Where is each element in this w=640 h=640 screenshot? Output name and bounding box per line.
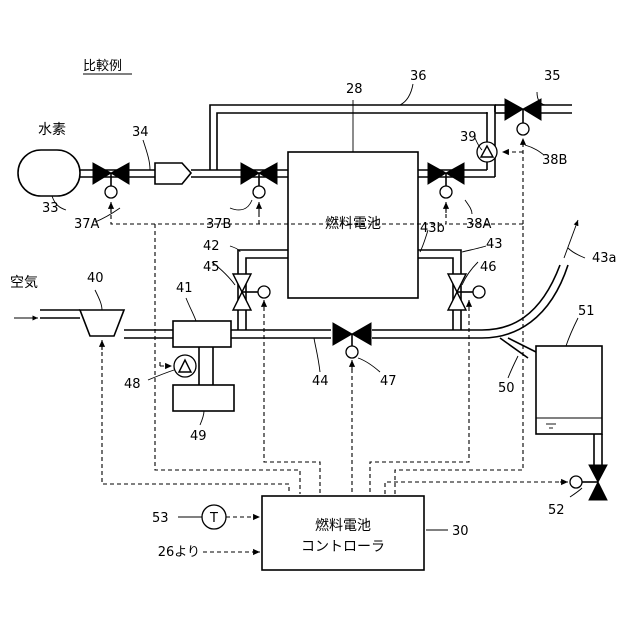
pressure-regulator	[155, 163, 191, 184]
diagram-title: 比較例	[83, 59, 122, 74]
valve-38a	[428, 163, 464, 198]
ref-38b: 38B	[542, 153, 567, 168]
valve-47	[333, 323, 371, 358]
ref-39: 39	[460, 130, 477, 145]
ref-38a: 38A	[466, 217, 492, 232]
ref-47: 47	[380, 374, 397, 389]
air-label: 空気	[10, 275, 38, 291]
ref-43a: 43a	[592, 251, 617, 266]
ref-36: 36	[410, 69, 427, 84]
ref-51: 51	[578, 304, 595, 319]
ref-28: 28	[346, 82, 363, 97]
water-tank	[173, 385, 234, 411]
ref-42: 42	[203, 239, 220, 254]
ref-48: 48	[124, 377, 141, 392]
controller-label-line2: コントローラ	[301, 539, 385, 555]
water-pump	[174, 355, 196, 377]
cathode-outlet-pipe	[418, 250, 461, 330]
controller-label-line1: 燃料電池	[315, 517, 371, 534]
valve-52	[570, 465, 607, 500]
air-compressor	[80, 310, 124, 336]
valve-38b	[505, 99, 541, 135]
ref-43b: 43b	[420, 221, 445, 236]
ref-30: 30	[452, 524, 469, 539]
ref-37b: 37B	[206, 217, 231, 232]
ref-43: 43	[486, 237, 503, 252]
humidifier	[173, 321, 231, 347]
ref-52: 52	[548, 503, 565, 518]
water-separator	[536, 346, 602, 434]
drain-pipe	[594, 434, 602, 465]
valve-37b	[241, 163, 277, 198]
ref-46: 46	[480, 260, 497, 275]
exhaust-arrow	[564, 220, 578, 258]
external-signal-label: 26より	[158, 545, 200, 560]
ref-34: 34	[132, 125, 149, 140]
reference-leaders	[52, 84, 585, 530]
ref-53: 53	[152, 511, 169, 526]
valve-37a	[93, 163, 129, 198]
ref-33: 33	[42, 201, 59, 216]
hydrogen-label: 水素	[38, 122, 66, 138]
hydrogen-tank	[18, 150, 80, 196]
ref-40: 40	[87, 271, 104, 286]
temperature-sensor-symbol: T	[209, 511, 218, 526]
ref-37a: 37A	[74, 217, 100, 232]
ref-44: 44	[312, 374, 329, 389]
ref-35: 35	[544, 69, 561, 84]
ref-49: 49	[190, 429, 207, 444]
humidifier-water-loop	[199, 347, 213, 385]
reference-numerals: 28 36 35 34 33 37A 37B 39 38B 38A 42 43b…	[42, 69, 617, 539]
air-intake-pipe	[40, 310, 80, 318]
ref-41: 41	[176, 281, 193, 296]
ref-50: 50	[498, 381, 515, 396]
ref-45: 45	[203, 260, 220, 275]
hydrogen-pump	[477, 142, 497, 162]
